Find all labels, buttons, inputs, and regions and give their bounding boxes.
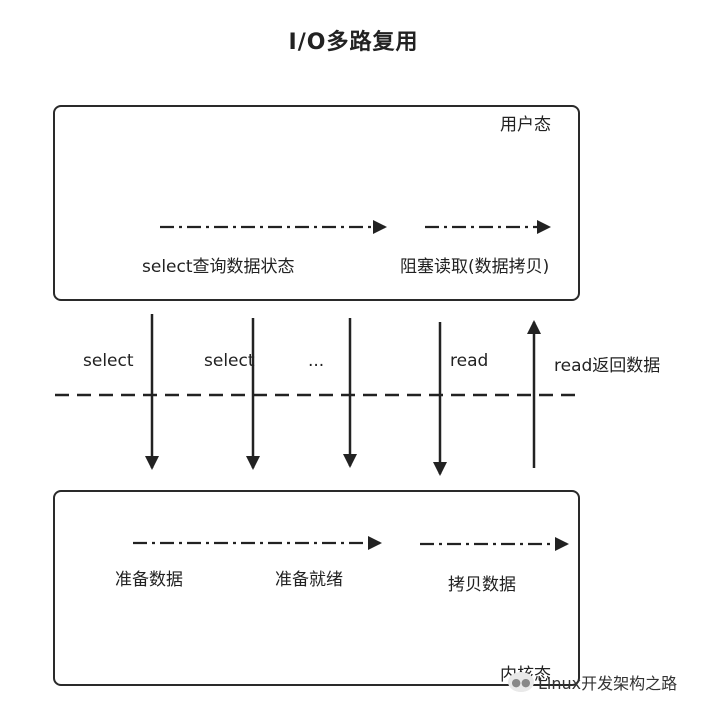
user-step-read-label: 阻塞读取(数据拷贝)	[400, 257, 550, 277]
call-ellipsis-label: ...	[308, 351, 325, 371]
kernel-step-ready-label: 准备就绪	[275, 570, 343, 590]
call-select-1-label: select	[83, 351, 134, 371]
watermark: ●● Linux开发架构之路	[508, 670, 677, 694]
diagram-title: I/O多路复用	[288, 30, 419, 55]
wechat-logo-icon: ●●	[508, 672, 534, 692]
user-space-label: 用户态	[500, 115, 551, 135]
watermark-text: Linux开发架构之路	[538, 674, 678, 693]
call-select-2-label: select	[204, 351, 255, 371]
call-read-label: read	[450, 351, 489, 371]
kernel-space-box	[53, 490, 580, 686]
kernel-step-copy-label: 拷贝数据	[448, 575, 516, 595]
kernel-step-prepare-label: 准备数据	[115, 570, 183, 590]
user-space-box	[53, 105, 580, 301]
user-step-select-label: select查询数据状态	[142, 257, 295, 277]
call-read-return-label: read返回数据	[554, 356, 661, 376]
